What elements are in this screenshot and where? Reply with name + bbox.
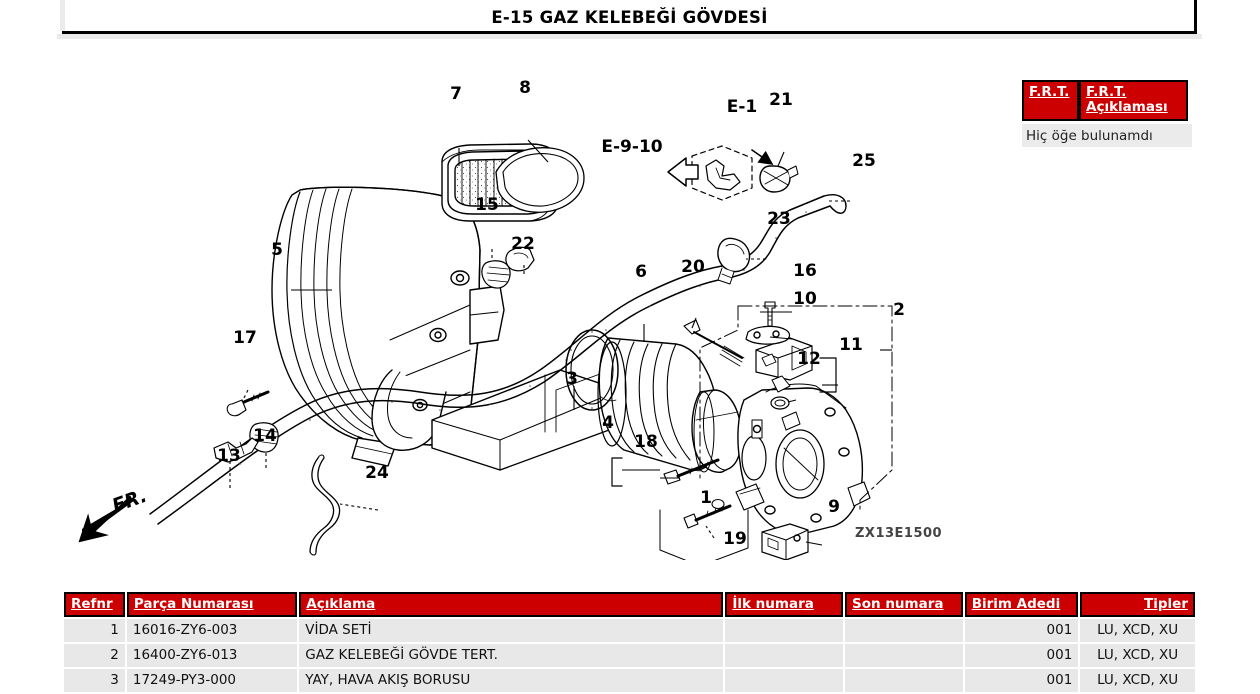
direction-fr-marker — [78, 495, 134, 543]
diagram-callout-10[interactable]: 10 — [793, 289, 817, 309]
throttle-sensor-shape — [755, 337, 813, 393]
diagram-callout-21[interactable]: 21 — [769, 90, 793, 110]
frt-button-label: F.R.T. — [1029, 84, 1070, 100]
diagram-callout-16[interactable]: 16 — [793, 261, 817, 281]
cell-first-number — [725, 669, 844, 692]
diagram-section-ref-e-1[interactable]: E-1 — [726, 97, 758, 117]
frt-description-label-line1: F.R.T. — [1086, 84, 1127, 100]
diagram-callout-13[interactable]: 13 — [217, 446, 241, 466]
cap-22-shape — [505, 246, 535, 272]
cell-part-number: 16016-ZY6-003 — [126, 619, 298, 642]
frt-button-group: F.R.T. F.R.T. Açıklaması — [1022, 80, 1192, 121]
column-header-types[interactable]: Tipler — [1080, 592, 1195, 617]
sensor-o-ring-shape — [770, 396, 790, 410]
page-title: E-15 GAZ KELEBEĞİ GÖVDESİ — [491, 7, 768, 27]
sensor-plate-shape — [745, 325, 791, 345]
air-cleaner-housing-shape — [271, 186, 621, 471]
cell-unit-quantity: 001 — [964, 644, 1079, 667]
cell-types: LU, XCD, XU — [1080, 619, 1195, 642]
diagram-callout-17[interactable]: 17 — [233, 328, 257, 348]
diagram-callout-3[interactable]: 3 — [566, 369, 578, 389]
title-bar-shadow — [57, 34, 1202, 39]
cell-last-number — [845, 644, 963, 667]
screw-18-shape — [663, 458, 720, 485]
frt-status-text: Hiç öğe bulunamdı — [1026, 127, 1153, 144]
diagram-callout-15[interactable]: 15 — [475, 195, 499, 215]
diagram-callout-1[interactable]: 1 — [700, 488, 712, 508]
cell-description: YAY, HAVA AKIŞ BORUSU — [299, 669, 724, 692]
hose-clamp-21-shape — [759, 165, 799, 193]
section-e910-callout-shape — [667, 145, 753, 201]
diagram-callout-23[interactable]: 23 — [767, 209, 791, 229]
diagram-callout-24[interactable]: 24 — [365, 463, 389, 483]
diagram-callout-6[interactable]: 6 — [635, 262, 647, 282]
frt-description-button[interactable]: F.R.T. Açıklaması — [1079, 80, 1188, 121]
screw-set-1-shape — [683, 499, 732, 529]
column-header-description[interactable]: Açıklama — [299, 592, 724, 617]
frt-description-label-line2: Açıklaması — [1086, 99, 1168, 115]
column-header-first-number[interactable]: İlk numara — [725, 592, 844, 617]
group-1-boundary — [659, 509, 749, 560]
cell-unit-quantity: 001 — [964, 619, 1079, 642]
column-header-last-number[interactable]: Son numara — [845, 592, 963, 617]
diagram-code: ZX13E1500 — [855, 526, 943, 541]
diagram-callout-14[interactable]: 14 — [253, 426, 277, 446]
parts-table: Refnr Parça Numarası Açıklama İlk numara… — [62, 590, 1197, 694]
diagram-callout-19[interactable]: 19 — [723, 529, 747, 549]
cell-unit-quantity: 001 — [964, 669, 1079, 692]
cell-refnr: 1 — [64, 619, 125, 642]
tube-connector-ring-shape — [691, 389, 743, 473]
bolt-17-shape — [226, 390, 270, 417]
vent-tube-24-shape — [309, 454, 341, 556]
column-header-unit-quantity[interactable]: Birim Adedi — [964, 592, 1079, 617]
o-ring-shape — [565, 329, 619, 411]
sensor-13-shape — [213, 437, 259, 463]
diagram-callout-2[interactable]: 2 — [893, 300, 905, 320]
diagram-callout-9[interactable]: 9 — [828, 497, 840, 517]
section-e1-pointer-shape — [751, 149, 774, 165]
frt-status-bar: Hiç öğe bulunamdı — [1022, 124, 1192, 147]
diagram-callout-8[interactable]: 8 — [519, 78, 531, 98]
air-filter-gasket-shape — [495, 147, 585, 213]
hose-clamp-23-shape — [717, 237, 751, 285]
diagram-section-ref-e-9-10[interactable]: E-9-10 — [601, 137, 663, 157]
bracket-9-shape — [761, 523, 809, 560]
cell-part-number: 16400-ZY6-013 — [126, 644, 298, 667]
cell-last-number — [845, 669, 963, 692]
cell-description: GAZ KELEBEĞİ GÖVDE TERT. — [299, 644, 724, 667]
parts-diagram[interactable] — [0, 40, 1010, 560]
title-bar: E-15 GAZ KELEBEĞİ GÖVDESİ — [60, 0, 1197, 34]
diagram-callout-4[interactable]: 4 — [602, 413, 614, 433]
cell-refnr: 3 — [64, 669, 125, 692]
column-header-refnr[interactable]: Refnr — [64, 592, 125, 617]
leader-lines — [229, 139, 892, 546]
grommet-15-shape — [481, 260, 511, 289]
title-bar-left-shadow — [60, 0, 65, 31]
cell-types: LU, XCD, XU — [1080, 669, 1195, 692]
frt-button[interactable]: F.R.T. — [1022, 80, 1079, 121]
diagram-callout-5[interactable]: 5 — [271, 240, 283, 260]
group-2-boundary — [737, 305, 893, 511]
cell-description: VİDA SETİ — [299, 619, 724, 642]
diagram-callout-7[interactable]: 7 — [450, 84, 462, 104]
diagram-callout-20[interactable]: 20 — [681, 257, 705, 277]
cell-refnr: 2 — [64, 644, 125, 667]
diagram-callout-12[interactable]: 12 — [797, 349, 821, 369]
cell-first-number — [725, 644, 844, 667]
throttle-body-shape — [735, 383, 871, 535]
cell-part-number: 17249-PY3-000 — [126, 669, 298, 692]
frt-panel: F.R.T. F.R.T. Açıklaması Hiç öğe bulunam… — [1022, 80, 1192, 147]
diagram-callout-11[interactable]: 11 — [839, 335, 863, 355]
diagram-callout-25[interactable]: 25 — [852, 151, 876, 171]
cell-last-number — [845, 619, 963, 642]
column-header-part-number[interactable]: Parça Numarası — [126, 592, 298, 617]
diagram-callout-22[interactable]: 22 — [511, 234, 535, 254]
cell-first-number — [725, 619, 844, 642]
diagram-callout-18[interactable]: 18 — [634, 432, 658, 452]
table-header-row: Refnr Parça Numarası Açıklama İlk numara… — [64, 592, 1195, 617]
cell-types: LU, XCD, XU — [1080, 644, 1195, 667]
